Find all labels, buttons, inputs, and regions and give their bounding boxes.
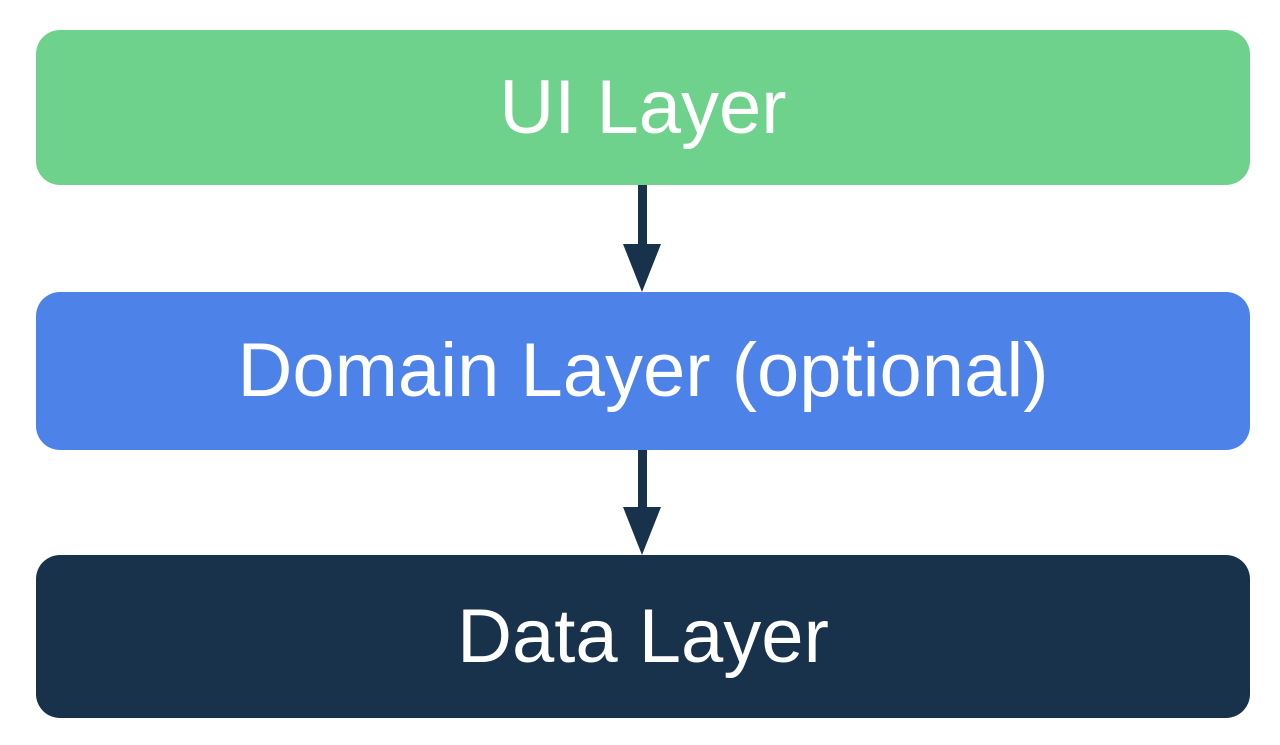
arrow-down-icon (623, 244, 661, 292)
arrow-domain-to-data (623, 450, 661, 555)
data-layer-box: Data Layer (36, 555, 1250, 718)
domain-layer-box: Domain Layer (optional) (36, 292, 1250, 450)
arrow-shaft (637, 450, 647, 507)
arrow-shaft (637, 185, 647, 244)
arrow-ui-to-domain (623, 185, 661, 292)
arrow-down-icon (623, 507, 661, 555)
ui-layer-box: UI Layer (36, 30, 1250, 185)
data-layer-label: Data Layer (457, 593, 829, 679)
domain-layer-label: Domain Layer (optional) (237, 328, 1049, 413)
ui-layer-label: UI Layer (499, 64, 787, 150)
